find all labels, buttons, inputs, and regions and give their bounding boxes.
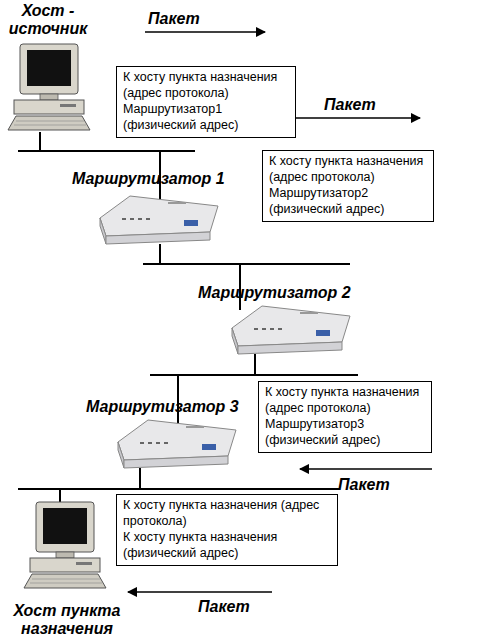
diagram-label: Пакет: [324, 96, 404, 114]
diagram-label: Маршрутизатор 2: [198, 284, 378, 302]
address-text: К хосту пункта назначения (адрес протоко…: [123, 70, 289, 102]
diagram-label: Маршрутизатор 1: [72, 170, 252, 188]
diagram-label: Пакет: [198, 598, 278, 616]
diagram-label: Хост пункта назначения: [2, 602, 132, 637]
diagram-label: Пакет: [338, 476, 418, 494]
address-text: К хосту пункта назначения (адрес протоко…: [123, 498, 331, 530]
address-text: К хосту пункта назначения (адрес протоко…: [269, 154, 427, 186]
diagram-label: Пакет: [148, 10, 228, 28]
address-text: К хосту пункта назначения (физический ад…: [123, 530, 331, 562]
diagram-label: Маршрутизатор 3: [86, 398, 266, 416]
address-text: Маршрутизатор2 (физический адрес): [269, 186, 427, 218]
packet-address-box: К хосту пункта назначения (адрес протоко…: [116, 66, 296, 138]
packet-address-box: К хосту пункта назначения (адрес протоко…: [258, 381, 432, 453]
address-text: К хосту пункта назначения (адрес протоко…: [265, 385, 425, 417]
address-text: Маршрутизатор3 (физический адрес): [265, 417, 425, 449]
diagram-label: Хост - источник: [2, 2, 94, 37]
packet-address-box: К хосту пункта назначения (адрес протоко…: [116, 494, 338, 566]
address-text: Маршрутизатор1 (физический адрес): [123, 102, 289, 134]
packet-address-box: К хосту пункта назначения (адрес протоко…: [262, 150, 434, 222]
